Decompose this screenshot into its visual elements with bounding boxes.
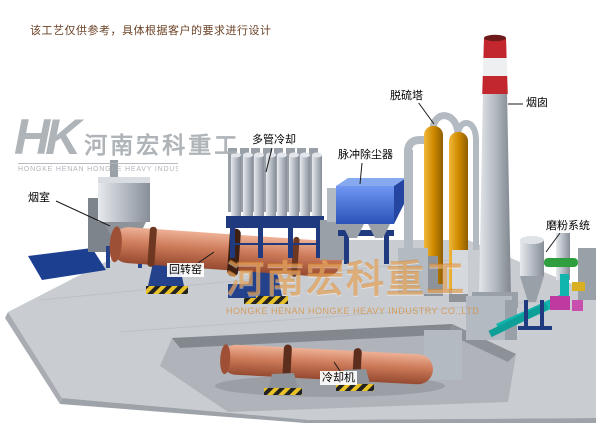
logo-company-name-en: HONGKE HENAN HONGKE HEAVY INDUSTRY CO.,L…	[18, 163, 178, 173]
label-chimney: 烟囱	[524, 96, 550, 110]
label-grinding-system: 磨粉系统	[544, 219, 592, 233]
kiln-drive-unit	[228, 284, 256, 298]
pulse-dust-collector-graphic	[336, 136, 430, 264]
auxiliary-structures	[398, 248, 517, 340]
label-rotary-kiln: 回转窑	[167, 263, 204, 277]
company-logo-watermark: HK 河南宏科重工 HONGKE HENAN HONGKE HEAVY INDU…	[14, 109, 241, 173]
label-multi-tube-cooler: 多管冷却	[250, 133, 298, 147]
label-smoke-chamber: 烟室	[26, 191, 52, 205]
label-cooling-machine: 冷却机	[320, 371, 357, 385]
disclaimer-text: 该工艺仅供参考，具体根据客户的要求进行设计	[30, 25, 272, 37]
label-desulfurization-tower: 脱硫塔	[388, 89, 425, 103]
logo-row: HK 河南宏科重工	[14, 109, 241, 165]
label-pulse-dust-collector: 脉冲除尘器	[336, 148, 395, 162]
leader-lines	[55, 101, 561, 372]
logo-monogram: HK	[14, 109, 81, 165]
grinding-system-graphic	[488, 225, 596, 338]
multi-tube-cooler-graphic	[226, 148, 324, 258]
logo-company-name-cn: 河南宏科重工	[84, 132, 241, 158]
ground-mat	[28, 248, 106, 280]
